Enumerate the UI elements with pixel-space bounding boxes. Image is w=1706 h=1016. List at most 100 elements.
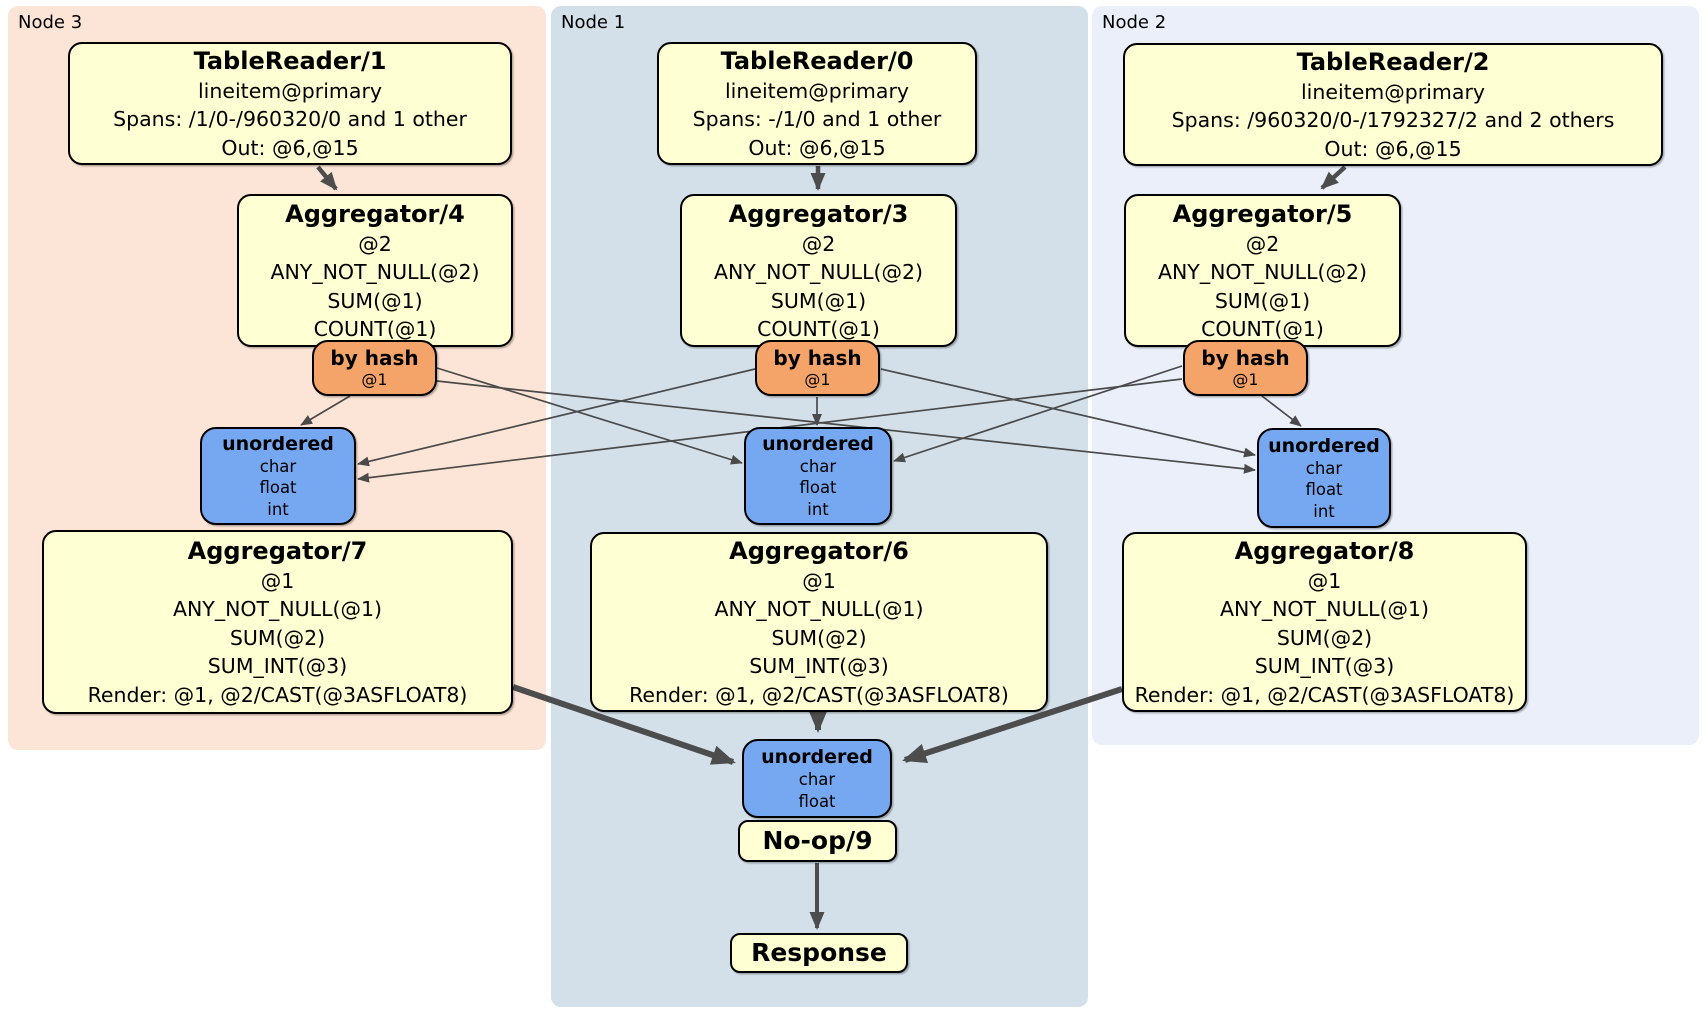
node1-label: Node 1 xyxy=(561,12,626,33)
processor-aggfn: SUM(@2) xyxy=(1276,625,1373,650)
router-title: by hash xyxy=(330,346,419,370)
router-by-hash-node2: by hash @1 xyxy=(1183,340,1308,396)
sync-type: char xyxy=(799,456,837,476)
processor-group-cols: @2 xyxy=(358,231,392,256)
processor-title: TableReader/2 xyxy=(1296,47,1490,76)
processor-aggfn: SUM(@1) xyxy=(327,288,423,313)
edge-hash2-un2 xyxy=(1261,395,1302,427)
processor-aggfn: ANY_NOT_NULL(@2) xyxy=(270,260,480,284)
router-title: by hash xyxy=(773,346,862,370)
processor-spans: Spans: /960320/0-/1792327/2 and 2 others xyxy=(1171,108,1615,133)
processor-out: Out: @6,@15 xyxy=(748,135,886,160)
router-by-hash-node1: by hash @1 xyxy=(755,340,880,396)
processor-title: TableReader/0 xyxy=(720,46,914,75)
sync-unordered-final: unordered char float xyxy=(742,739,892,818)
processor-tablereader-2: TableReader/2 lineitem@primary Spans: /9… xyxy=(1123,43,1663,166)
router-cols: @1 xyxy=(1232,370,1259,389)
processor-tablereader-1: TableReader/1 lineitem@primary Spans: /1… xyxy=(68,42,512,165)
processor-aggfn: SUM(@1) xyxy=(1214,288,1311,313)
processor-aggfn: COUNT(@1) xyxy=(313,317,437,341)
processor-tablereader-0: TableReader/0 lineitem@primary Spans: -/… xyxy=(657,42,977,165)
processor-render: Render: @1, @2/CAST(@3ASFLOAT8) xyxy=(1134,682,1515,707)
processor-render: Render: @1, @2/CAST(@3ASFLOAT8) xyxy=(629,682,1009,707)
node3-label: Node 3 xyxy=(18,12,83,33)
sync-type: char xyxy=(259,456,297,476)
processor-aggfn: SUM(@2) xyxy=(771,625,867,650)
sync-type: float xyxy=(1305,480,1343,500)
processor-aggfn: COUNT(@1) xyxy=(757,317,880,341)
processor-title: TableReader/1 xyxy=(193,46,387,75)
processor-title: Response xyxy=(751,938,887,967)
router-by-hash-node3: by hash @1 xyxy=(312,340,437,396)
processor-out: Out: @6,@15 xyxy=(221,135,359,160)
sync-type: float xyxy=(798,791,836,811)
processor-spans: Spans: /1/0-/960320/0 and 1 other xyxy=(113,107,467,132)
processor-index: lineitem@primary xyxy=(724,78,910,103)
edge-hash1-un3 xyxy=(357,368,756,467)
processor-aggfn: SUM(@1) xyxy=(770,288,867,313)
edge-hash1-un2 xyxy=(880,368,1256,458)
processor-group-cols: @1 xyxy=(802,568,836,593)
edge-hash2-un1 xyxy=(893,365,1183,463)
sync-type: int xyxy=(807,499,829,519)
sync-type: char xyxy=(798,770,836,789)
router-cols: @1 xyxy=(804,370,831,389)
edge-hash3-un3 xyxy=(300,395,351,426)
processor-aggregator-7: Aggregator/7 @1 ANY_NOT_NULL(@1) SUM(@2)… xyxy=(42,530,513,714)
processor-title: No-op/9 xyxy=(762,826,873,855)
processor-title: Aggregator/7 xyxy=(187,536,368,565)
processor-title: Aggregator/8 xyxy=(1234,536,1415,565)
processor-noop-9: No-op/9 xyxy=(738,820,897,862)
router-title: by hash xyxy=(1201,346,1290,370)
processor-aggregator-6: Aggregator/6 @1 ANY_NOT_NULL(@1) SUM(@2)… xyxy=(590,532,1048,712)
processor-index: lineitem@primary xyxy=(1300,79,1486,104)
sync-type: int xyxy=(267,499,289,519)
sync-title: unordered xyxy=(222,432,334,455)
edge-agg7-unf xyxy=(512,684,736,765)
sync-title: unordered xyxy=(762,432,874,455)
processor-aggfn: COUNT(@1) xyxy=(1201,317,1324,341)
processor-aggfn: ANY_NOT_NULL(@1) xyxy=(1219,597,1430,622)
processor-aggregator-8: Aggregator/8 @1 ANY_NOT_NULL(@1) SUM(@2)… xyxy=(1122,532,1527,712)
edge-hash3-un1 xyxy=(436,367,743,465)
processor-out: Out: @6,@15 xyxy=(1324,136,1462,161)
sync-unordered-node1: unordered char float int xyxy=(744,427,892,525)
processor-group-cols: @1 xyxy=(260,568,295,593)
processor-group-cols: @2 xyxy=(1245,231,1280,256)
sync-title: unordered xyxy=(761,746,873,768)
processor-group-cols: @2 xyxy=(801,231,836,256)
processor-group-cols: @1 xyxy=(1307,568,1342,593)
node2-label: Node 2 xyxy=(1102,12,1167,33)
edge-tr2-agg5 xyxy=(1320,165,1347,190)
processor-title: Aggregator/5 xyxy=(1172,199,1353,228)
processor-aggregator-3: Aggregator/3 @2 ANY_NOT_NULL(@2) SUM(@1)… xyxy=(680,194,957,347)
sync-type: int xyxy=(1313,501,1335,521)
processor-aggregator-4: Aggregator/4 @2 ANY_NOT_NULL(@2) SUM(@1)… xyxy=(237,194,513,347)
processor-aggregator-5: Aggregator/5 @2 ANY_NOT_NULL(@2) SUM(@1)… xyxy=(1124,194,1401,347)
processor-aggfn: SUM_INT(@3) xyxy=(749,654,889,679)
processor-spans: Spans: -/1/0 and 1 other xyxy=(692,107,942,132)
processor-aggfn: ANY_NOT_NULL(@1) xyxy=(714,597,924,622)
edge-hash3-un2 xyxy=(436,380,1256,474)
sync-type: char xyxy=(1305,458,1343,478)
processor-title: Aggregator/6 xyxy=(729,536,909,565)
response-node: Response xyxy=(730,933,908,973)
sync-unordered-node2: unordered char float int xyxy=(1257,428,1391,528)
processor-title: Aggregator/3 xyxy=(728,199,909,228)
processor-aggfn: ANY_NOT_NULL(@2) xyxy=(713,260,924,284)
edge-agg8-unf xyxy=(902,686,1123,763)
processor-aggfn: SUM_INT(@3) xyxy=(207,654,348,679)
processor-aggfn: ANY_NOT_NULL(@2) xyxy=(1157,260,1368,284)
sync-type: float xyxy=(259,478,297,498)
router-cols: @1 xyxy=(361,370,388,389)
processor-aggfn: SUM(@2) xyxy=(229,625,326,650)
edge-tr1-agg4 xyxy=(316,165,338,191)
sync-title: unordered xyxy=(1268,434,1380,457)
processor-render: Render: @1, @2/CAST(@3ASFLOAT8) xyxy=(87,682,468,707)
processor-index: lineitem@primary xyxy=(197,78,383,103)
processor-title: Aggregator/4 xyxy=(285,199,465,228)
processor-aggfn: SUM_INT(@3) xyxy=(1254,654,1395,679)
sync-type: float xyxy=(799,478,837,498)
